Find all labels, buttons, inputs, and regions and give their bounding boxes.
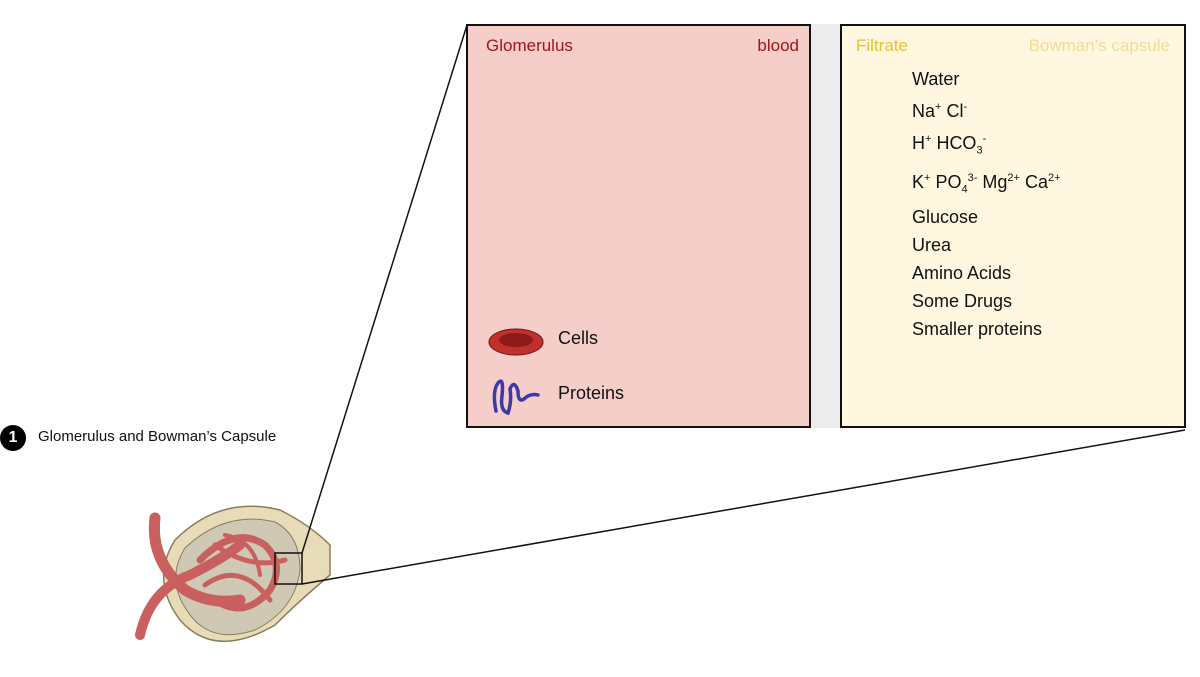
filtrate-item: Smaller proteins (912, 316, 1061, 344)
filtrate-item-text: + (935, 100, 942, 113)
filtrate-item-text: Ca (1019, 171, 1048, 192)
filtrate-item-text: 3- (967, 171, 978, 184)
capillary-tuft-drawing (135, 512, 288, 640)
filtrate-item: Urea (912, 232, 1061, 260)
filtrate-item: Amino Acids (912, 260, 1061, 288)
legend-proteins-label: Proteins (558, 383, 625, 403)
filtrate-item-text: 2+ (1047, 171, 1061, 184)
protein-icon (492, 379, 540, 416)
filtrate-item-text: 3 (976, 144, 983, 157)
filtrate-item-text: Water (912, 69, 960, 89)
blood-panel-title: Glomerulus (486, 36, 573, 55)
filtrate-item-text: Smaller proteins (912, 318, 1043, 339)
filtrate-item-text: + (925, 132, 932, 145)
filtrate-item-text: - (963, 100, 968, 113)
filtrate-item: Na+ Cl- (912, 94, 1061, 126)
filtrate-item-text: H (912, 132, 925, 153)
filtrate-item-text: Urea (912, 235, 952, 256)
filtrate-item-text: 2+ (1007, 171, 1020, 184)
zoom-line-bottom (301, 429, 1186, 585)
legend-cells-label: Cells (558, 328, 599, 348)
zoom-line-top (301, 24, 468, 554)
red-blood-cell-icon (488, 328, 544, 356)
filtrate-item-text: 4 (961, 183, 968, 196)
filtrate-item-text: PO (930, 171, 962, 192)
filtrate-item-text: Glucose (912, 207, 979, 228)
filtrate-item-text: Mg (977, 171, 1008, 192)
filtrate-item-text: HCO (931, 132, 977, 153)
filtrate-item: Water (912, 66, 1061, 94)
zoom-region-marker (274, 552, 303, 585)
membrane-gap (811, 24, 840, 428)
step-number-badge: 1 (0, 425, 26, 451)
filtrate-item: H+ HCO3- (912, 126, 1061, 165)
filtrate-item-text: K (912, 171, 925, 192)
step-label: Glomerulus and Bowman’s Capsule (38, 428, 277, 445)
blood-panel-tag: blood (757, 36, 799, 55)
filtrate-item: Some Drugs (912, 288, 1061, 316)
filtrate-item-text: Amino Acids (912, 262, 1012, 283)
blood-panel: Glomerulus blood Cells Proteins (466, 24, 811, 428)
filtrate-item: K+ PO43- Mg2+ Ca2+ (912, 165, 1061, 204)
filtrate-panel-title: Filtrate (856, 36, 908, 55)
filtrate-item-text: Cl (941, 100, 964, 121)
filtrate-panel-tag: Bowman’s capsule (1028, 36, 1170, 55)
filtrate-item-text: Na (912, 100, 936, 121)
filtrate-item-text: Some Drugs (912, 290, 1013, 311)
filtrate-item-text: - (982, 132, 987, 145)
filtrate-item: Glucose (912, 204, 1061, 232)
filtrate-item-text: + (924, 171, 931, 184)
